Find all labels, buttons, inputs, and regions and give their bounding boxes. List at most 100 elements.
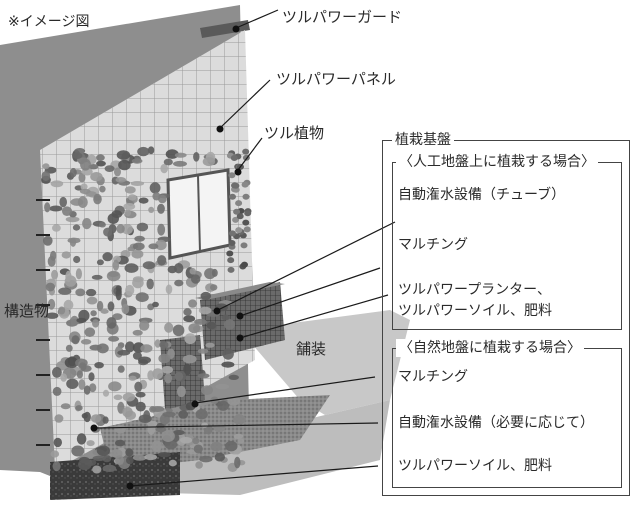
ivy-leaf: [42, 163, 50, 170]
ivy-leaf: [192, 437, 200, 445]
ivy-leaf: [60, 373, 68, 382]
ivy-leaf: [96, 154, 105, 161]
ivy-leaf: [227, 396, 241, 406]
ivy-leaf: [107, 213, 120, 225]
ivy-leaf: [115, 455, 124, 466]
ivy-leaf: [63, 299, 74, 311]
ivy-leaf: [206, 321, 217, 330]
ivy-leaf: [138, 197, 149, 204]
ivy-leaf: [225, 441, 238, 452]
ivy-leaf: [83, 385, 91, 395]
ivy-leaf: [86, 440, 95, 447]
ivy-leaf: [242, 148, 250, 155]
ivy-leaf: [50, 180, 64, 188]
ivy-leaf: [65, 270, 72, 283]
ivy-leaf: [53, 437, 62, 448]
ivy-leaf: [241, 181, 249, 188]
ivy-leaf: [174, 263, 184, 274]
ivy-leaf: [75, 288, 86, 297]
ivy-leaf: [45, 282, 55, 292]
leader-mulch-natural: [194, 376, 376, 404]
item-irrigation-optional: 自動潅水設備（必要に応じて）: [398, 415, 594, 431]
ivy-leaf: [65, 216, 80, 223]
ivy-leaf: [134, 381, 143, 392]
ivy-leaf: [132, 454, 147, 461]
ivy-leaf: [106, 317, 117, 329]
ivy-leaf: [93, 193, 102, 205]
ivy-leaf: [78, 459, 92, 471]
ivy-leaf: [177, 385, 186, 398]
ivy-leaf: [195, 409, 208, 420]
ivy-leaf: [241, 261, 248, 268]
ivy-leaf: [78, 379, 86, 390]
ivy-leaf: [115, 288, 122, 301]
ivy-leaf: [164, 373, 173, 384]
item-mulch-natural: マルチング: [398, 369, 468, 385]
ivy-leaf: [90, 172, 103, 182]
leader-panel: [219, 79, 271, 129]
ivy-leaf: [96, 445, 110, 457]
ivy-leaf: [235, 200, 243, 207]
ivy-leaf: [59, 196, 67, 208]
ivy-leaf: [52, 461, 61, 472]
ivy-leaf: [132, 329, 143, 336]
ivy-leaf: [131, 249, 144, 259]
ivy-leaf: [149, 406, 157, 413]
leader-planter: [239, 294, 389, 339]
ivy-leaf: [132, 242, 145, 251]
ivy-leaf: [124, 263, 139, 273]
leader-irrigation-optional: [95, 422, 379, 429]
ivy-leaf: [232, 414, 246, 425]
ivy-leaf: [128, 375, 137, 381]
ivy-leaf: [152, 368, 164, 380]
ivy-leaf: [152, 301, 159, 308]
ivy-leaf: [83, 411, 91, 423]
label-paving: 舗装: [296, 340, 327, 358]
ivy-leaf: [98, 222, 106, 228]
ivy-leaf: [92, 465, 102, 474]
planting-base-bracket: [382, 140, 630, 496]
ivy-leaf: [157, 203, 165, 214]
leader-dots: [90, 25, 244, 490]
ivy-leaf: [155, 427, 167, 433]
ivy-leaf: [160, 163, 168, 174]
ivy-leaf: [165, 284, 173, 295]
ivy-leaf: [191, 274, 201, 284]
ivy-leaf: [94, 362, 104, 369]
ivy-leaf: [54, 414, 64, 423]
ivy-leaf: [228, 172, 236, 179]
ivy-leaf: [232, 216, 240, 223]
ivy-leaf: [65, 344, 73, 352]
ivy-leaf: [240, 242, 248, 249]
item-mulch-artificial: マルチング: [398, 237, 468, 253]
ivy-leaf: [230, 155, 238, 161]
ivy-leaf: [184, 333, 196, 345]
leader-lines: [95, 9, 396, 487]
ivy-leaf: [229, 193, 236, 200]
ivy-leaf: [152, 192, 161, 201]
dot-guard: [232, 25, 240, 33]
ivy-leaf: [47, 255, 56, 267]
ivy-leaf: [132, 276, 144, 283]
ivy-leaf: [74, 148, 86, 154]
ivy-leaf: [242, 193, 250, 200]
ivy-leaf: [108, 381, 122, 392]
ivy-leaf: [66, 378, 79, 389]
ivy-leaf: [136, 222, 149, 232]
ivy-leaf: [96, 300, 104, 312]
ivy-leaf: [41, 171, 51, 181]
item-soil-artificial: ツルパワーソイル、肥料: [398, 303, 552, 319]
ivy-leaf: [124, 209, 132, 217]
planter-top: [195, 282, 285, 300]
ivy-leaf: [237, 438, 245, 444]
ivy-leaf: [125, 341, 135, 353]
ivy-leaf: [189, 267, 196, 275]
ivy-leaf: [130, 181, 145, 186]
ivy-leaf: [76, 370, 83, 379]
ivy-leaf: [155, 239, 167, 251]
ivy-leaf: [146, 278, 154, 290]
ivy-leaf: [117, 365, 125, 373]
ivy-leaf: [142, 261, 156, 270]
ivy-leaf: [161, 366, 173, 374]
